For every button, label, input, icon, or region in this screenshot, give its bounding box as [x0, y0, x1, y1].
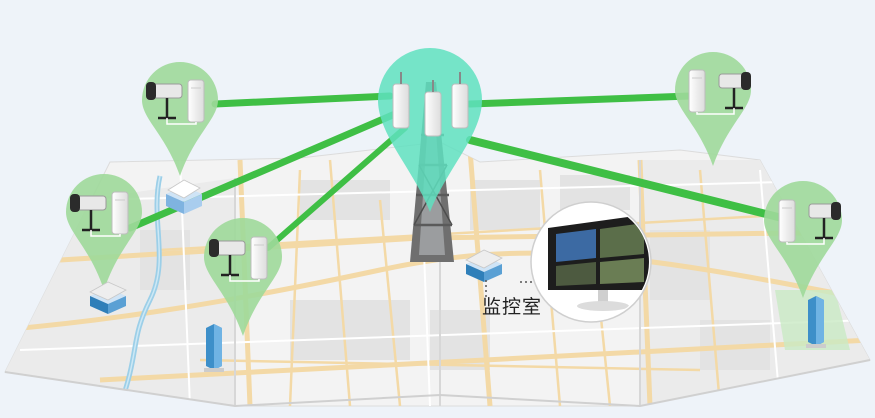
cctv-camera-icon — [808, 202, 841, 240]
camera-pin-top-left — [142, 62, 218, 176]
cctv-camera-icon — [146, 82, 183, 120]
control-room-label: 监控室 — [482, 296, 543, 318]
tower-building-icon-left — [204, 324, 224, 372]
wireless-bridge-icon — [111, 191, 129, 235]
camera-pin-middle-left — [204, 218, 282, 336]
camera-pin-right — [764, 181, 842, 298]
wireless-bridge-icon — [250, 236, 268, 280]
camera-pins — [66, 52, 842, 336]
wireless-bridge-icon — [688, 69, 706, 113]
link-top-right — [466, 92, 694, 108]
wireless-bridge-icon — [187, 79, 205, 123]
tower-pin — [378, 48, 482, 212]
link-middle-left — [265, 125, 408, 251]
monitor-icon — [530, 201, 652, 323]
link-top-left — [211, 92, 394, 108]
cctv-camera-icon — [718, 72, 751, 110]
camera-pin-left — [66, 174, 142, 290]
camera-pin-top-right — [675, 52, 751, 166]
link-right — [466, 136, 794, 224]
building-icon-top — [166, 179, 202, 214]
tower-building-icon-right — [806, 296, 826, 348]
wireless-bridge-icon — [778, 199, 796, 243]
building-icon-control-room — [465, 249, 503, 282]
wireless-bridge-icon — [392, 72, 469, 137]
pin-marker — [142, 62, 218, 176]
cctv-camera-icon — [70, 194, 107, 232]
building-icon-left — [89, 281, 127, 314]
